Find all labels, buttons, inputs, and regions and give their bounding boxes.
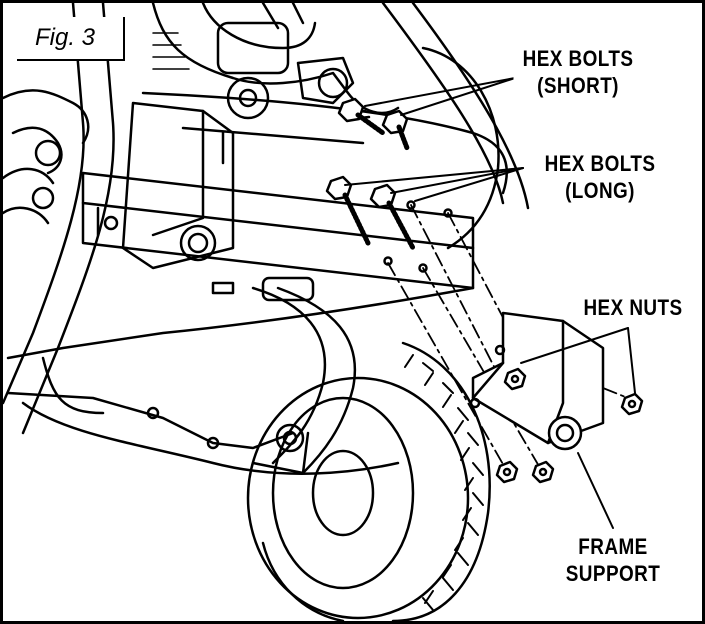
frame-support-installation-drawing xyxy=(3,3,644,621)
leader-lines xyxy=(344,77,636,529)
callout-hex-bolts-long-line1: HEX BOLTS xyxy=(544,151,656,176)
front-tire xyxy=(246,341,491,621)
callout-hex-bolts-short: HEX BOLTS (SHORT) xyxy=(513,45,643,99)
callout-hex-bolts-long: HEX BOLTS (LONG) xyxy=(535,150,665,204)
engine-assembly xyxy=(151,3,400,120)
hex-nuts xyxy=(495,367,644,484)
callout-hex-nuts: HEX NUTS xyxy=(572,294,694,321)
existing-frame-support xyxy=(121,101,235,270)
tube-frame xyxy=(3,3,530,435)
deck-shield xyxy=(421,46,500,250)
callout-frame-support: FRAME SUPPORT xyxy=(557,533,669,587)
callout-hex-bolts-long-line2: (LONG) xyxy=(565,178,635,203)
hex-bolts-short xyxy=(337,97,410,151)
frame-support-bracket xyxy=(469,311,605,451)
callout-hex-nuts-line1: HEX NUTS xyxy=(583,295,683,320)
callout-frame-support-line2: SUPPORT xyxy=(565,561,661,586)
callout-frame-support-line1: FRAME xyxy=(578,534,648,559)
bolt-holes xyxy=(383,200,453,273)
figure-number: Fig. 3 xyxy=(17,17,125,61)
callout-hex-bolts-short-line2: (SHORT) xyxy=(537,73,619,98)
callout-hex-bolts-short-line1: HEX BOLTS xyxy=(522,46,634,71)
cross-member xyxy=(81,126,475,290)
left-wiring-hoses xyxy=(3,89,90,225)
hex-bolts-long xyxy=(325,175,416,251)
front-axle xyxy=(251,286,357,475)
